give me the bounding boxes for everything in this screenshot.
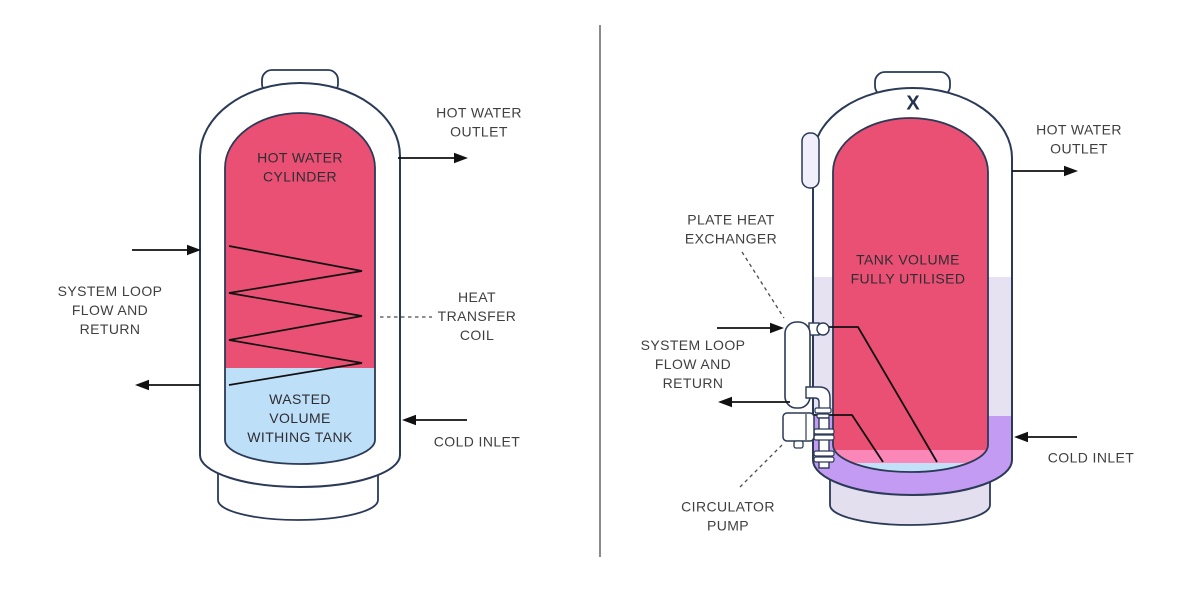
left-arrows <box>132 157 467 421</box>
pointer-lines <box>739 251 785 488</box>
union-flange <box>813 434 835 441</box>
down-pipe <box>818 417 830 469</box>
circulator-pump-shape <box>782 412 815 442</box>
left-tank-label: HOT WATER CYLINDER <box>257 149 343 184</box>
cold-inlet-label-left: COLD INLET <box>433 433 521 450</box>
circulator-pump-pointer-line <box>739 442 785 488</box>
right-tank-cold-sliver <box>833 463 988 472</box>
pump-foot <box>793 440 804 449</box>
right-tank-label: TANK VOLUME FULLY UTILISED <box>850 251 966 286</box>
hot-water-outlet-label-left: HOT WATER OUTLET <box>436 104 522 139</box>
hot-water-outlet-label-right: HOT WATER OUTLET <box>1036 121 1122 156</box>
union-flange <box>813 428 835 435</box>
union-flange <box>813 450 835 457</box>
left-tank-wasted-volume <box>225 368 375 464</box>
side-sensor-pocket <box>801 132 820 189</box>
plate-heat-exchanger-pointer-line <box>741 251 785 319</box>
plate-heat-exchanger-label: PLATE HEAT EXCHANGER <box>684 211 778 246</box>
right-tank-inner-outline <box>832 117 989 473</box>
internal-draw-pipe <box>824 326 938 463</box>
circulator-pump-label: CIRCULATOR PUMP <box>681 498 775 533</box>
right-tank-hot-water-volume <box>833 118 988 472</box>
right-arrowheads <box>718 165 1078 443</box>
system-loop-label-left: SYSTEM LOOP FLOW AND RETURN <box>57 282 163 337</box>
right-tank-group <box>782 71 1013 526</box>
wasted-volume-label: WASTED VOLUME WITHING TANK <box>247 390 353 445</box>
cold-inlet-label-right: COLD INLET <box>1047 449 1135 466</box>
union-flange <box>814 407 832 414</box>
right-tank-warm-strip <box>833 450 988 463</box>
union-flange <box>813 456 835 463</box>
right-arrows <box>717 170 1077 438</box>
external-loop-assembly <box>782 321 835 469</box>
heat-transfer-coil-zigzag <box>228 245 363 386</box>
right-tank-shell-outline <box>812 87 1013 496</box>
left-tank-group <box>199 69 401 521</box>
phx-top-union <box>816 322 830 336</box>
top-valve-x-marker: X <box>906 92 920 115</box>
plate-heat-exchanger-shape <box>784 321 811 409</box>
heat-transfer-coil-label: HEAT TRANSFER COIL <box>437 288 517 343</box>
left-arrowheads <box>135 152 468 426</box>
system-loop-label-right: SYSTEM LOOP FLOW AND RETURN <box>640 336 746 391</box>
left-tank-inner-outline <box>224 112 376 465</box>
